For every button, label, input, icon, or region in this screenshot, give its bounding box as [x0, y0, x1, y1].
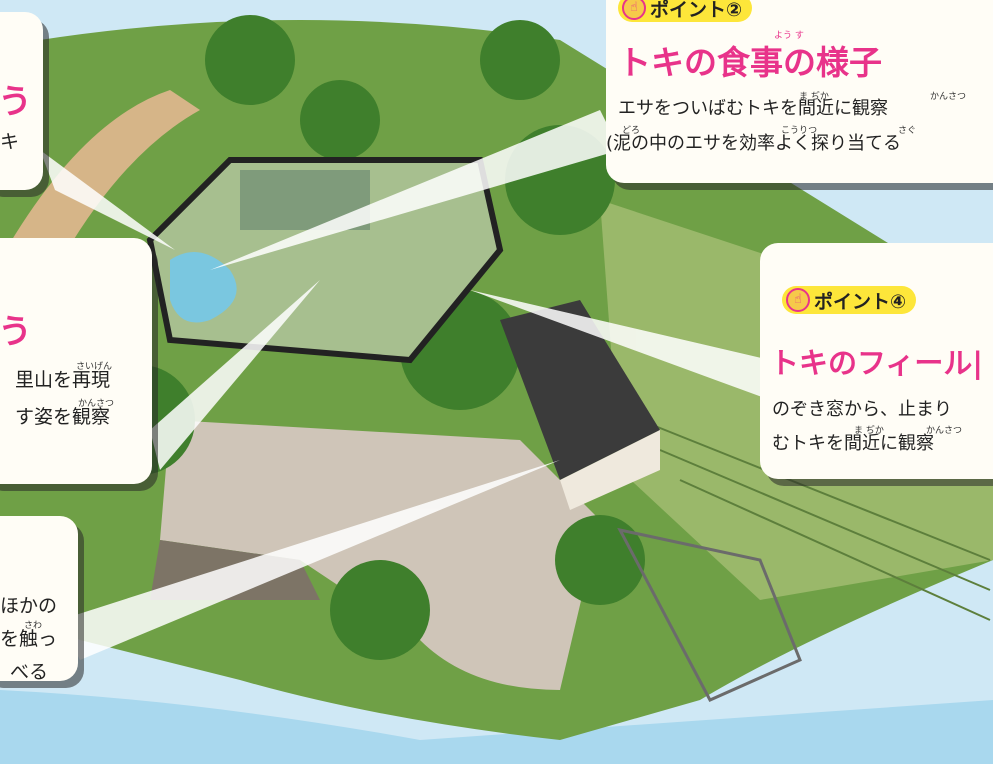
callout-middle-left-line2: す姿を観察 [15, 406, 111, 428]
callout-top-left-title: う [0, 82, 32, 122]
point2-line2: (泥の中のエサを効率よく探り当てる [606, 133, 902, 154]
point4-title: トキのフィール| [770, 346, 984, 380]
point2-badge-label: ポイント② [650, 0, 743, 21]
point2-line2-ruby-a: どろ [622, 126, 641, 136]
point4-line2-ruby-a: ま ぢか [854, 426, 884, 436]
point4-line2: むトキを間近に観察 [772, 433, 934, 454]
ruby-kansatsu: かんさつ [78, 399, 115, 409]
callout-bottom-left-line1: ほかの [0, 595, 58, 617]
ruby-sawa: さわ [24, 621, 43, 631]
water-bottom [0, 690, 993, 764]
viewing-house-wall [560, 430, 660, 510]
point4-line1: のぞき窓から、止まり [772, 399, 952, 420]
point4-badge: ☝ ポイント④ [782, 286, 917, 314]
right-slope-lines [639, 419, 991, 621]
point2-line1-ruby-a: ま ぢか [799, 92, 829, 102]
callout-top-left-line1: キ [0, 131, 20, 153]
point2-title: トキの食事の様子 [618, 43, 882, 82]
callout-point4: ☝ ポイント④ トキのフィール| のぞき窓から、止まり ま ぢか かんさつ むト… [760, 243, 993, 479]
pointing-hand-icon: ☝ [786, 288, 810, 312]
point2-title-ruby: よう す [774, 31, 804, 41]
callout-point2: ☝ ポイント② よう す トキの食事の様子 ま ぢか かんさつ エサをついばむト… [606, 0, 993, 183]
point2-line1-ruby-b: かんさつ [930, 92, 967, 102]
callout-middle-left: う う さいげん 里山を再現 かんさつ す姿を観察 [0, 238, 152, 484]
observation-structure [617, 527, 802, 702]
point2-line1: エサをついばむトキを間近に観察 [618, 98, 888, 119]
callout-bottom-left: ほかの さわ を触っ べる [0, 516, 78, 681]
point2-line2-ruby-c: さぐ [898, 126, 917, 136]
callout-bottom-left-line3: べる [10, 661, 49, 681]
callout-top-left: う キ [0, 12, 43, 190]
callout-pointers [40, 110, 770, 660]
point4-badge-label: ポイント④ [814, 290, 907, 313]
viewing-house [500, 300, 660, 480]
point2-line2-ruby-b: こうりつ [781, 126, 818, 136]
ruby-saigen: さいげん [76, 362, 113, 372]
callout-middle-left-title-visible: う [0, 312, 32, 352]
pointing-hand-icon: ☝ [622, 0, 646, 20]
point2-badge: ☝ ポイント② [618, 0, 753, 22]
point4-line2-ruby-b: かんさつ [926, 426, 963, 436]
aviary-pond [170, 252, 237, 323]
callout-middle-left-line1: 里山を再現 [15, 369, 111, 391]
callout-bottom-left-line2: を触っ [0, 628, 58, 650]
